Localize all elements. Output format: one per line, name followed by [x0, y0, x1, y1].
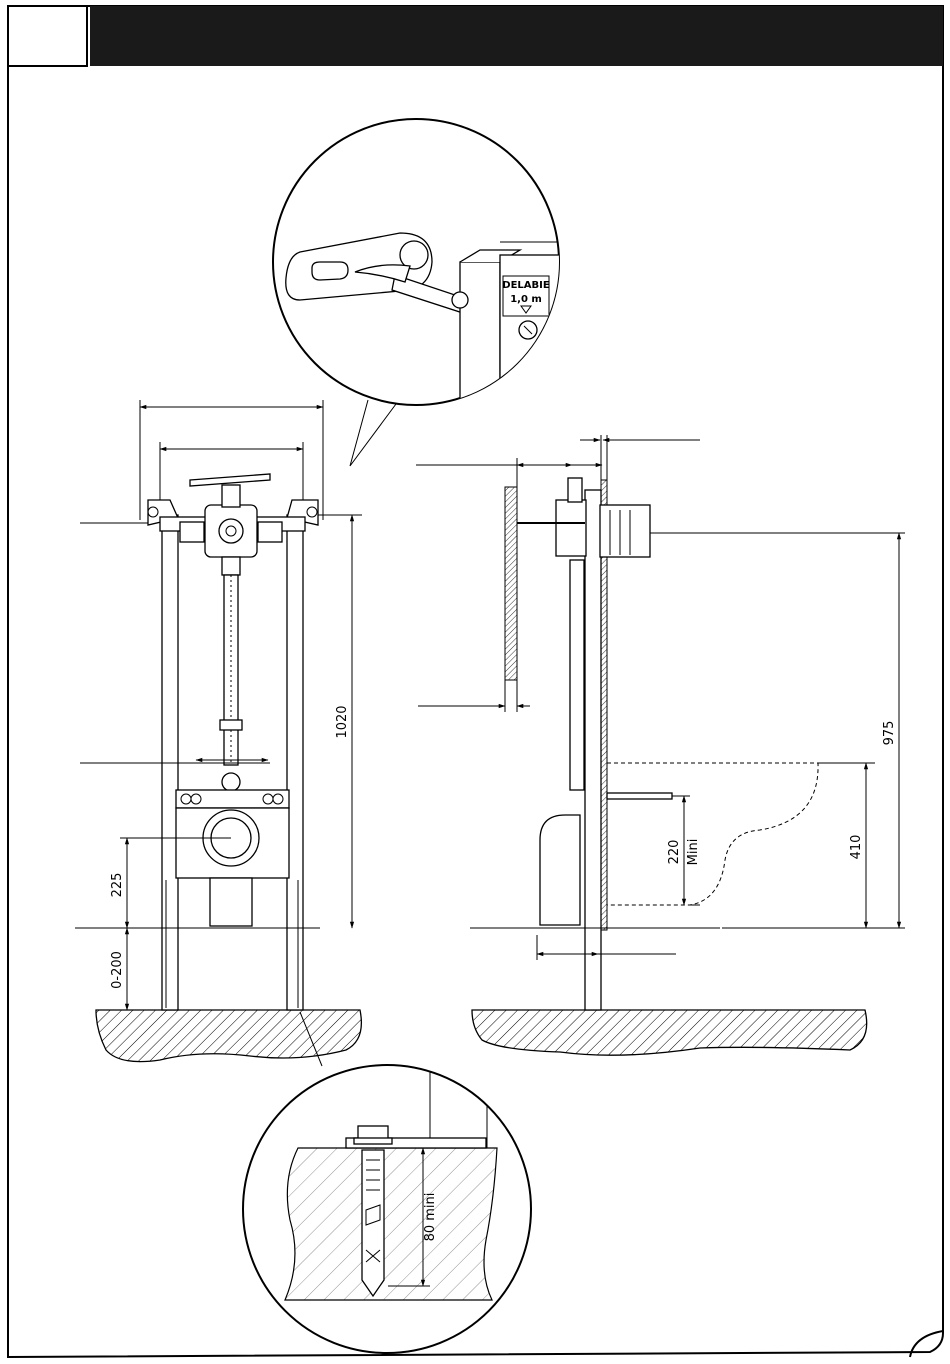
header-bar [90, 6, 943, 66]
back-wall [505, 487, 517, 680]
detail-circle-top: DELABIE 1,0 m [273, 119, 570, 466]
dim-pan-height: 410 [849, 835, 864, 860]
dim-total-height: 975 [882, 721, 897, 746]
label-value-text: 1,0 m [510, 294, 542, 305]
header [8, 6, 943, 66]
dim-anchor-depth: 80 mini [423, 1193, 438, 1242]
frame-upright-detail [452, 242, 570, 425]
waste-outlet-front [176, 808, 289, 926]
dim-outlet-height: 225 [110, 873, 125, 898]
floor-hatched-front [96, 1010, 361, 1062]
wc-pan-outline [607, 763, 818, 905]
dim-feet-adjust: 0-200 [110, 951, 125, 989]
dim-frame-height: 1020 [335, 705, 350, 738]
dim-flush-note: Mini [686, 839, 701, 866]
flush-valve-front [180, 474, 282, 575]
detail-circle-bottom: 80 mini [243, 1060, 531, 1353]
page-number-box [8, 6, 87, 66]
label-brand-text: DELABIE [502, 280, 550, 291]
height-label-sticker: DELABIE 1,0 m [502, 276, 550, 316]
front-view: 1020 225 0-200 [75, 400, 362, 1066]
floor-hatched-side [472, 1010, 867, 1055]
side-view: 975 410 220 Mini [416, 435, 905, 1055]
dim-flush-distance: 220 [667, 840, 682, 865]
